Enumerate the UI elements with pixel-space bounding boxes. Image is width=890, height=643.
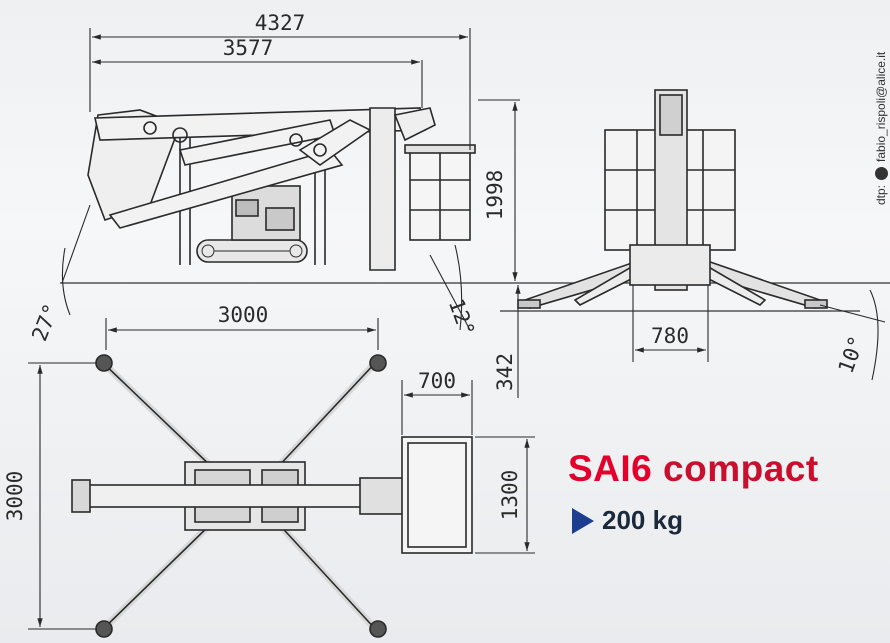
dim-ground-clearance: 342 bbox=[493, 353, 517, 391]
dim-angle-rear: 12° bbox=[444, 296, 480, 340]
globe-icon bbox=[874, 166, 888, 180]
credit-email: fabio_rispoli@alice.it bbox=[874, 51, 888, 162]
product-title-part2: I6 bbox=[620, 448, 653, 489]
plan-dimension-lines bbox=[28, 318, 535, 630]
dim-transport-height: 1998 bbox=[483, 170, 507, 221]
load-capacity-value: 200 kg bbox=[602, 505, 683, 535]
side-view-machine bbox=[87, 107, 476, 271]
dim-outrigger-span-side: 3000 bbox=[218, 303, 269, 327]
dim-track-width: 780 bbox=[651, 324, 689, 348]
dim-angle-front: 27° bbox=[27, 300, 63, 344]
product-title-part1: SA bbox=[568, 448, 621, 489]
product-title-part3: compact bbox=[652, 448, 819, 489]
dim-overall-length: 4327 bbox=[255, 11, 306, 35]
load-capacity: 200 kg bbox=[572, 505, 683, 536]
dim-angle-lateral: 10° bbox=[834, 333, 870, 377]
dim-outrigger-span-plan: 3000 bbox=[3, 471, 27, 522]
product-title: SAI6 compact bbox=[568, 448, 819, 490]
plan-view-machine bbox=[71, 354, 473, 638]
dim-platform-depth: 700 bbox=[418, 369, 456, 393]
side-dimension-lines bbox=[61, 28, 520, 331]
dim-boom-length: 3577 bbox=[223, 36, 274, 60]
dtp-credit: dtp: fabio_rispoli@alice.it bbox=[874, 52, 888, 205]
dim-platform-width: 1300 bbox=[498, 470, 522, 521]
front-view-machine bbox=[517, 89, 828, 309]
front-dimension-lines bbox=[515, 285, 886, 398]
credit-prefix: dtp: bbox=[874, 184, 888, 205]
play-arrow-icon bbox=[572, 507, 594, 534]
